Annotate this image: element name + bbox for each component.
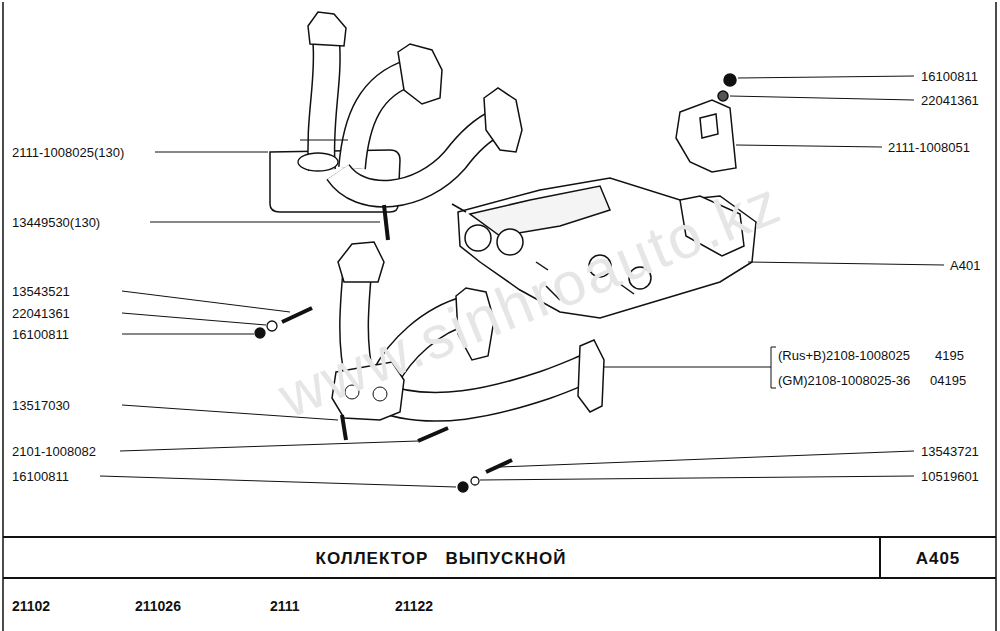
part-number: 2111-1008051 xyxy=(888,141,970,154)
model-code: 21102 xyxy=(12,599,50,613)
part-number: 13449530(130) xyxy=(12,216,100,229)
manifold-upper xyxy=(270,12,522,212)
part-number: 22041361 xyxy=(12,307,70,320)
part-number: 16100811 xyxy=(12,470,69,483)
model-code: 2111 xyxy=(270,599,300,613)
part-number: 2101-1008082 xyxy=(12,445,96,458)
part-quantity-code: 04195 xyxy=(930,374,966,387)
sheet-code: A405 xyxy=(916,550,961,567)
part-number: 16100811 xyxy=(921,70,978,83)
part-number: 10519601 xyxy=(921,470,979,483)
part-number: (GM)2108-1008025-36 xyxy=(778,374,910,387)
part-number: 13543521 xyxy=(12,285,70,298)
part-number: 13543721 xyxy=(921,445,979,458)
part-quantity-code: 4195 xyxy=(935,349,964,362)
part-number: 22041361 xyxy=(921,94,979,107)
frame xyxy=(3,2,996,631)
title: КОЛЛЕКТОР ВЫПУСКНОЙ xyxy=(316,550,567,567)
callout-ref: A401 xyxy=(950,259,980,272)
part-number: 2111-1008025(130) xyxy=(12,146,124,159)
part-number: 16100811 xyxy=(12,328,69,341)
model-code: 211026 xyxy=(135,599,181,613)
part-number: 13517030 xyxy=(12,399,70,412)
model-code: 21122 xyxy=(395,599,433,613)
leader-lines xyxy=(100,76,944,487)
heat-shield xyxy=(676,74,736,172)
part-number: (Rus+B)2108-1008025 xyxy=(778,349,910,362)
